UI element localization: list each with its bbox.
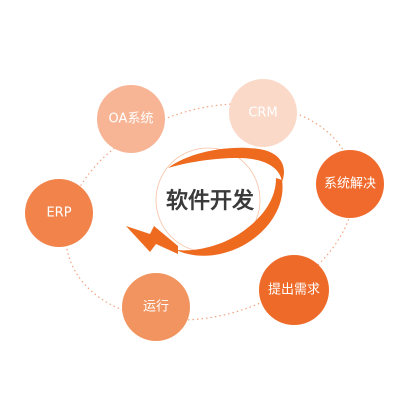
node-solution-label: 系统解决	[324, 177, 376, 192]
node-operation[interactable]: 运行	[122, 273, 190, 341]
node-erp-circle	[25, 179, 93, 247]
node-erp-label: ERP	[46, 206, 71, 221]
node-crm[interactable]: CRM	[229, 79, 297, 147]
node-requirement-label: 提出需求	[268, 282, 320, 298]
node-oa[interactable]: OA系统	[97, 85, 165, 153]
node-operation-label: 运行	[143, 300, 169, 315]
node-crm-label: CRM	[248, 106, 277, 121]
node-requirement-circle	[259, 255, 329, 325]
node-solution-circle	[316, 150, 384, 218]
node-erp[interactable]: ERP	[25, 179, 93, 247]
cycle-arrow-upper-swoosh	[168, 147, 284, 182]
center-title: 软件开发	[166, 188, 255, 214]
cycle-arrow-right-swoosh	[176, 178, 283, 256]
node-solution[interactable]: 系统解决	[316, 150, 384, 218]
node-crm-circle	[229, 79, 297, 147]
node-requirement[interactable]: 提出需求	[259, 255, 329, 325]
cycle-arrow-icon	[126, 147, 284, 256]
node-operation-circle	[122, 273, 190, 341]
node-oa-circle	[97, 85, 165, 153]
node-oa-label: OA系统	[109, 112, 154, 127]
cycle-arrow-head	[126, 226, 178, 254]
